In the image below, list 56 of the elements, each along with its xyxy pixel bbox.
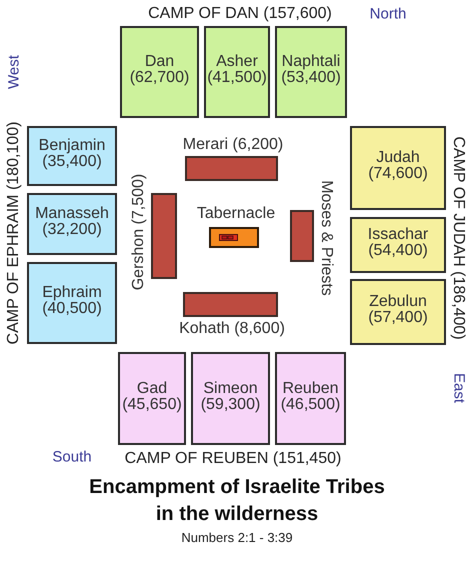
levite-camp-bar: [290, 210, 314, 262]
tribe-box: [275, 352, 346, 445]
tribe-count: (74,600): [368, 166, 428, 182]
tribe-count: (53,400): [281, 70, 341, 86]
tribe-box: [27, 193, 117, 255]
diagram-title: Encampment of Israelite Tribes in the wilderness: [88, 475, 386, 527]
levite-camp-bar: [183, 292, 278, 317]
tribe-box: [350, 126, 446, 210]
tribe-count: (59,300): [200, 396, 260, 412]
tribe-name: Naphtali: [282, 54, 340, 70]
levite-group-label: Gershon (7,500): [131, 174, 147, 290]
tribe-count: (45,650): [122, 396, 182, 412]
tribe-count: (62,700): [130, 70, 190, 86]
compass-direction-label: West: [6, 55, 22, 89]
tribe-count: (35,400): [42, 154, 102, 170]
tabernacle-label: Tabernacle: [196, 206, 276, 222]
tribe-box: [27, 126, 117, 186]
tribe-count: (41,500): [207, 70, 267, 86]
tribe-box: [118, 352, 186, 445]
levite-camp-bar: [185, 156, 278, 181]
tribe-name: Dan: [144, 54, 174, 70]
tribe-box: [204, 26, 270, 118]
tribe-count: (32,200): [42, 222, 102, 238]
tribe-count: (40,500): [42, 301, 102, 317]
compass-direction-label: South: [52, 450, 92, 464]
scripture-reference: Numbers 2:1 - 3:39: [181, 530, 293, 545]
tribe-name: Simeon: [203, 380, 258, 396]
camp-label: CAMP OF DAN (157,600): [148, 6, 332, 22]
compass-direction-label: North: [370, 6, 406, 22]
tribe-name: Ephraim: [42, 285, 102, 301]
camp-label: CAMP OF REUBEN (151,450): [124, 451, 342, 467]
camp-label: CAMP OF EPHRAIM (180,100): [6, 122, 22, 344]
tribe-box: [120, 26, 199, 118]
tribe-count: (54,400): [368, 243, 428, 259]
tribe-name: Judah: [376, 150, 420, 166]
tribe-name: Manasseh: [35, 206, 109, 222]
tribe-name: Issachar: [368, 227, 428, 243]
levite-group-label: Merari (6,200): [182, 137, 284, 153]
tribe-name: Gad: [136, 380, 168, 396]
tribe-count: (57,400): [368, 310, 428, 326]
levite-group-label: Moses & Priests: [318, 180, 334, 296]
tribe-name: Asher: [216, 54, 258, 70]
levite-camp-bar: [151, 193, 177, 279]
levite-group-label: Kohath (8,600): [179, 321, 285, 337]
tribe-box: [350, 217, 446, 273]
tribe-box: [191, 352, 270, 445]
tribe-box: [275, 26, 347, 118]
tribe-box: [27, 262, 117, 344]
tribe-name: Benjamin: [38, 138, 106, 154]
compass-direction-label: East: [452, 373, 466, 403]
camp-label: CAMP OF JUDAH (186,400): [450, 136, 466, 340]
tribe-box: [350, 279, 446, 345]
tabernacle-block: [209, 227, 259, 248]
tribe-count: (46,500): [280, 396, 340, 412]
tribe-name: Reuben: [282, 380, 339, 396]
tribe-name: Zebulun: [369, 294, 427, 310]
